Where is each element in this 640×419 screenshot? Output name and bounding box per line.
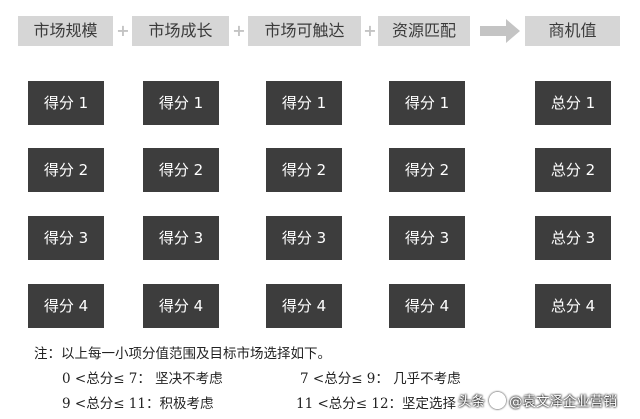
rule-2: 7 <总分≤ 9： 几乎不考虑 xyxy=(300,371,461,387)
header-market-growth: 市场成长 xyxy=(132,16,229,46)
score-box: 得分 3 xyxy=(266,216,342,260)
score-box: 得分 3 xyxy=(143,216,219,260)
rule-1: 0 <总分≤ 7： 坚决不考虑 xyxy=(62,371,223,387)
watermark-prefix: 头条 xyxy=(458,394,485,410)
score-box: 得分 4 xyxy=(389,284,465,328)
total-box: 总分 4 xyxy=(535,284,611,328)
score-box: 得分 2 xyxy=(143,148,219,192)
header-market-reach: 市场可触达 xyxy=(248,16,361,46)
score-box: 得分 1 xyxy=(266,81,342,125)
score-box: 得分 1 xyxy=(28,81,104,125)
plus-sign: + xyxy=(363,21,377,40)
plus-sign: + xyxy=(232,21,246,40)
score-box: 得分 4 xyxy=(143,284,219,328)
plus-sign: + xyxy=(116,21,130,40)
header-opportunity-value: 商机值 xyxy=(525,16,620,46)
total-box: 总分 2 xyxy=(535,148,611,192)
score-box: 得分 2 xyxy=(389,148,465,192)
score-box: 得分 1 xyxy=(143,81,219,125)
header-resource-match: 资源匹配 xyxy=(378,16,470,46)
watermark-logo-icon xyxy=(489,392,506,409)
total-box: 总分 1 xyxy=(535,81,611,125)
rule-4: 11 <总分≤ 12：坚定选择 xyxy=(296,396,457,412)
rule-3: 9 <总分≤ 11：积极考虑 xyxy=(62,396,214,412)
score-box: 得分 2 xyxy=(266,148,342,192)
score-box: 得分 2 xyxy=(28,148,104,192)
score-box: 得分 4 xyxy=(28,284,104,328)
note-text: 注：以上每一小项分值范围及目标市场选择如下。 xyxy=(34,346,331,362)
score-box: 得分 1 xyxy=(389,81,465,125)
watermark-name: @袁文泽企业营销 xyxy=(509,394,617,410)
arrow-right-icon xyxy=(480,19,520,43)
score-box: 得分 3 xyxy=(389,216,465,260)
score-box: 得分 4 xyxy=(266,284,342,328)
total-box: 总分 3 xyxy=(535,216,611,260)
watermark: 头条 @袁文泽企业营销 xyxy=(458,390,617,410)
score-box: 得分 3 xyxy=(28,216,104,260)
header-market-size: 市场规模 xyxy=(18,16,113,46)
